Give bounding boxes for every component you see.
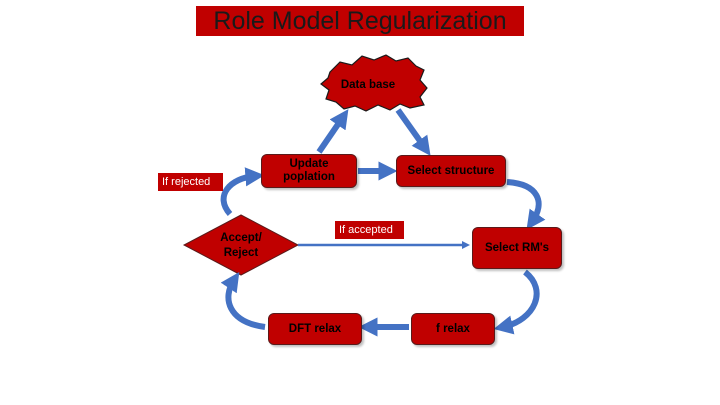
arrow-dft-relax-to-accept-reject	[220, 272, 266, 330]
database-label: Data base	[341, 79, 395, 91]
arrow-accept-reject-to-update	[220, 167, 265, 216]
select-rms-box: Select RM's	[472, 227, 562, 269]
select-structure-box: Select structure	[396, 155, 506, 187]
f-relax-box: f relax	[411, 313, 495, 345]
update-population-label-line1: Update	[289, 158, 329, 170]
database-shape	[320, 54, 428, 112]
accept-reject-label-line2: Reject	[224, 247, 259, 259]
dft-relax-box: DFT relax	[268, 313, 362, 345]
update-population-box: Update poplation	[261, 154, 357, 188]
if-accepted-label: If accepted	[335, 221, 404, 239]
arrows	[220, 108, 546, 337]
accept-reject-diamond	[182, 214, 300, 276]
arrow-select-rms-to-f-relax	[493, 269, 540, 335]
f-relax-label: f relax	[436, 322, 470, 335]
arrow-select-structure-to-select-rms	[506, 179, 546, 230]
update-population-label-line2: poplation	[283, 171, 335, 183]
select-rms-label: Select RM's	[484, 241, 550, 254]
if-rejected-label: If rejected	[158, 173, 223, 191]
dft-relax-label: DFT relax	[288, 322, 342, 335]
page-title: Role Model Regularization	[196, 6, 524, 36]
select-structure-label: Select structure	[407, 164, 495, 177]
accept-reject-label-line1: Accept/	[220, 232, 262, 244]
arrow-database-to-select-structure	[395, 108, 431, 156]
arrow-update-to-database	[316, 109, 349, 154]
